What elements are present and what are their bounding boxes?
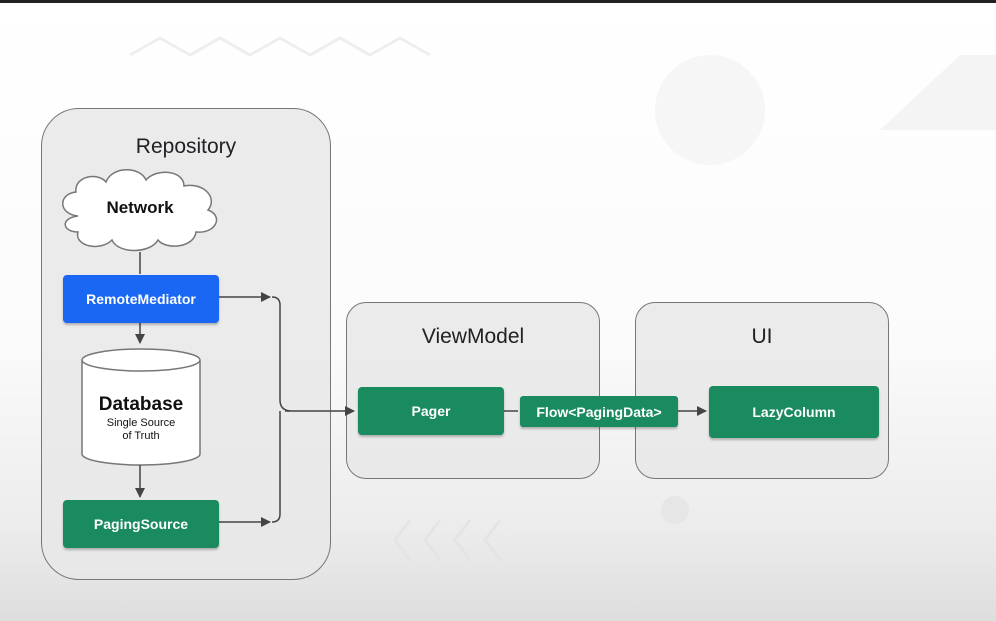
repository-title: Repository: [135, 135, 237, 158]
database-subtitle: Single Source of Truth: [82, 417, 200, 443]
lazy-column-node: LazyColumn: [709, 386, 879, 438]
pager-node: Pager: [358, 387, 504, 435]
flow-paging-data-node: Flow<PagingData>: [520, 396, 678, 427]
viewmodel-title: ViewModel: [421, 325, 525, 348]
database-subtitle-line-1: Single Source: [106, 417, 176, 429]
remote-mediator-node: RemoteMediator: [63, 275, 219, 323]
cylinder-icon: [81, 348, 201, 466]
top-edge-bar: [0, 0, 996, 3]
ui-title: UI: [751, 325, 773, 348]
paging-source-node: PagingSource: [63, 500, 219, 548]
database-label: Database: [98, 394, 184, 415]
cloud-icon: [62, 169, 218, 252]
database-subtitle-line-2: of Truth: [122, 430, 160, 442]
network-label: Network: [106, 198, 174, 217]
